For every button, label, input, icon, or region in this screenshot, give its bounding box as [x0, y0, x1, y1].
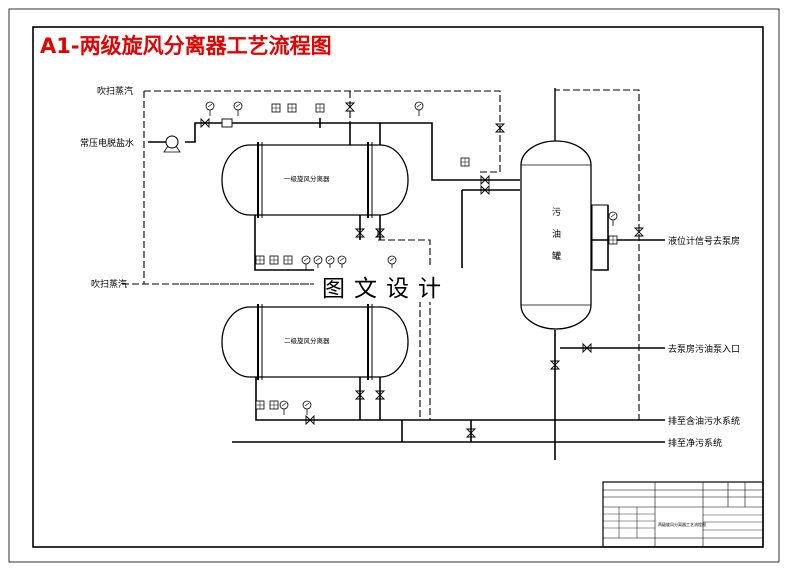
feed-pump: [163, 135, 181, 153]
desalted-water-label: 常压电脱盐水: [80, 137, 134, 149]
purge-steam-mid-label: 吹扫蒸汽: [91, 278, 127, 290]
strainer: [221, 118, 233, 128]
watermark-text: 图文设计: [322, 276, 450, 302]
title-block-drawing-name: 两级旋风分离器工艺流程图: [658, 521, 706, 527]
outer-frame: [8, 8, 780, 563]
separator-2-label: 二级旋风分离器: [284, 336, 330, 345]
inner-frame: [32, 26, 764, 548]
oily-sewer-label: 排至含油污水系统: [668, 415, 740, 427]
watermark-bg: [314, 268, 466, 302]
level-signal-label: 液位计信号去泵房: [668, 235, 740, 247]
oil-tank-char-2: 油: [552, 228, 561, 240]
separator-1-label: 一级旋风分离器: [284, 174, 330, 183]
separator-1-vessel: 一级旋风分离器: [221, 142, 409, 218]
oil-tank-char-1: 污: [552, 206, 561, 218]
title-block: [602, 481, 764, 548]
drawing-title: A1-两级旋风分离器工艺流程图: [40, 34, 332, 58]
purge-steam-top-label: 吹扫蒸汽: [97, 85, 133, 97]
oil-tank-char-3: 罐: [552, 250, 561, 262]
pump-inlet-label: 去泵房污油泵入口: [668, 343, 740, 355]
separator-2-vessel: 二级旋风分离器: [221, 304, 409, 380]
oil-tank-vessel: 污 油 罐: [520, 88, 609, 330]
clean-sewer-label: 排至净污系统: [668, 437, 722, 449]
